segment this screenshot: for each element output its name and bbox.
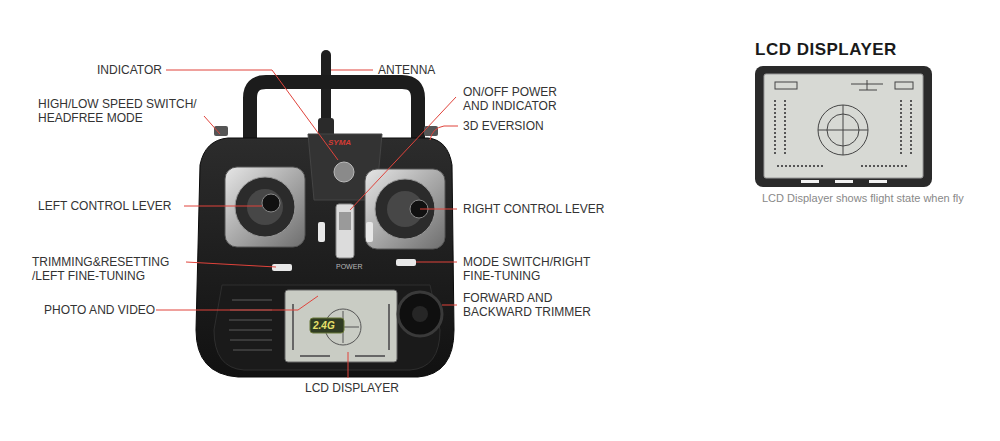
part-label: HIGH/LOW SPEED SWITCH/ HEADFREE MODE	[38, 97, 213, 125]
part-label: MODE SWITCH/RIGHT FINE-TUNING	[463, 255, 608, 283]
lcd-bezel-ticks	[801, 180, 887, 183]
leader-line	[204, 116, 220, 134]
part-label: INDICATOR	[97, 63, 162, 77]
part-label: TRIMMING&RESETTING /LEFT FINE-TUNING	[32, 255, 192, 283]
lcd-display-panel: LCD DISPLAYER	[755, 40, 932, 184]
lcd-screen	[285, 290, 397, 362]
shoulder-switch	[214, 126, 228, 136]
part-label: ON/OFF POWER AND INDICATOR	[463, 85, 575, 113]
part-label: LCD DISPLAYER	[305, 381, 399, 395]
lcd-trim-bars	[775, 100, 911, 166]
shoulder-switch	[424, 126, 438, 136]
left-gimbal	[225, 167, 305, 247]
lcd-bars	[293, 304, 389, 356]
leader-line	[350, 97, 456, 210]
leader-line	[331, 70, 373, 71]
leader-line	[166, 70, 338, 160]
frequency-badge	[310, 318, 344, 333]
gimbal-well	[235, 177, 295, 237]
lcd-segments	[775, 80, 913, 155]
brand-logo: SYMA	[328, 137, 351, 148]
trim-switch	[366, 222, 373, 242]
leader-line	[420, 209, 457, 210]
leader-line	[184, 206, 262, 207]
lcd-display-picture	[755, 66, 932, 187]
grip-ridges	[229, 300, 272, 350]
trim-dial-center	[412, 306, 428, 322]
gimbal-plate	[225, 167, 305, 247]
leader-line	[156, 296, 318, 310]
leader-lines	[156, 70, 458, 378]
caption-text: LCD Displayer shows flight state when fl…	[762, 191, 964, 205]
lcd-bezel	[755, 66, 932, 187]
trim-switch	[318, 222, 325, 242]
part-label: ANTENNA	[378, 63, 435, 77]
frequency-marking: 2.4G	[313, 319, 335, 333]
lcd-glass	[764, 74, 923, 178]
leader-line	[430, 126, 458, 140]
switch-marking: POWER	[336, 262, 362, 272]
leader-line	[348, 352, 349, 378]
leader-line	[442, 305, 457, 306]
gimbal-ring	[247, 189, 283, 225]
part-label: FORWARD AND BACKWARD TRIMMER	[463, 291, 613, 319]
trim-dial	[398, 292, 442, 336]
part-label: 3D EVERSION	[463, 119, 544, 133]
part-label: RIGHT CONTROL LEVER	[463, 202, 604, 216]
power-switch	[336, 204, 354, 258]
power-switch-slider	[339, 212, 351, 230]
stick-knob	[262, 194, 280, 212]
panel-heading: LCD DISPLAYER	[755, 40, 932, 60]
part-label: PHOTO AND VIDEO	[44, 303, 155, 317]
trim-switch	[396, 259, 416, 266]
leader-line	[416, 262, 457, 263]
indicator-light	[334, 162, 354, 182]
trim-switch	[272, 264, 292, 271]
part-label: LEFT CONTROL LEVER	[38, 199, 171, 213]
leader-line	[186, 262, 276, 267]
